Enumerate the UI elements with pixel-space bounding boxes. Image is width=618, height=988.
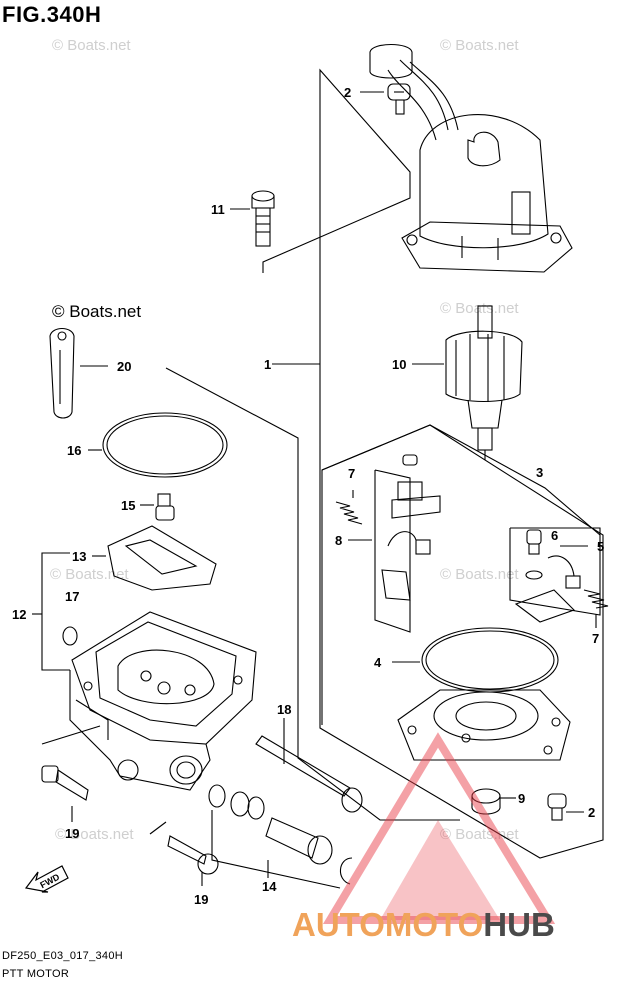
callout-16: 16 xyxy=(67,443,81,458)
armature-part-10 xyxy=(412,305,523,460)
callout-11: 11 xyxy=(211,202,225,217)
pump-body xyxy=(69,611,257,791)
valve-set-part-14 xyxy=(208,784,353,889)
strap-part-20 xyxy=(49,327,108,419)
o-ring-part-4 xyxy=(392,627,559,693)
bolt-part-19 xyxy=(41,765,89,822)
callout-5: 5 xyxy=(597,539,604,554)
logo-triangle xyxy=(322,732,556,924)
callout-2: 2 xyxy=(344,85,351,100)
callout-18: 18 xyxy=(277,702,291,717)
callout-17: 17 xyxy=(65,589,79,604)
motor-yoke xyxy=(369,43,573,273)
spring-part-7 xyxy=(335,490,363,525)
bolt-part-18 xyxy=(255,718,363,813)
watermark-text: © Boats.net xyxy=(440,826,519,843)
callout-9: 9 xyxy=(518,791,525,806)
watermark-text: © Boats.net xyxy=(52,37,131,54)
copyright-text: © Boats.net xyxy=(52,302,142,321)
o-ring-part-17 xyxy=(62,626,78,646)
watermark-text: © Boats.net xyxy=(55,826,134,843)
logo-text: AUTOMOTOHUB xyxy=(292,906,555,943)
watermark-text: © Boats.net xyxy=(440,300,519,317)
spring-part-7-right xyxy=(583,589,609,628)
leader-line xyxy=(165,367,460,821)
callout-6: 6 xyxy=(551,528,558,543)
o-ring-part-16 xyxy=(88,412,228,478)
callout-19: 19 xyxy=(65,826,79,841)
screw-part-2 xyxy=(360,83,411,115)
brush-holder-part-5 xyxy=(509,527,601,623)
valve-part-15 xyxy=(140,493,175,521)
callout-8: 8 xyxy=(335,533,342,548)
screw-part-2-lower xyxy=(547,793,584,821)
callout-1: 1 xyxy=(264,357,271,372)
watermark-text: © Boats.net xyxy=(50,566,129,583)
callout-12: 12 xyxy=(12,607,26,622)
callout-15: 15 xyxy=(121,498,135,513)
plate-part-13 xyxy=(92,525,217,591)
diagram-name: PTT MOTOR xyxy=(2,968,70,980)
callout-14: 14 xyxy=(262,879,277,894)
callout-labels: 2 11 20 1 10 16 7 3 15 8 6 5 13 12 17 7 … xyxy=(12,85,604,907)
watermark-text: © Boats.net xyxy=(440,37,519,54)
callout-10: 10 xyxy=(392,357,406,372)
callout-19-lower: 19 xyxy=(194,892,208,907)
diagram-code: DF250_E03_017_340H xyxy=(2,950,123,962)
bolt-part-19-lower xyxy=(167,835,219,886)
bolt-part-11 xyxy=(230,190,275,247)
fwd-arrow-icon: FWD xyxy=(24,865,69,893)
leader-line xyxy=(149,821,167,835)
assembly-bracket-3 xyxy=(321,424,601,536)
bracket-part-12 xyxy=(41,552,70,671)
watermark-text: © Boats.net xyxy=(440,566,519,583)
assembly-bracket-1 xyxy=(262,68,604,859)
callout-3: 3 xyxy=(536,465,543,480)
brush-holder-part-8 xyxy=(348,454,441,633)
logo-text-part1: AUTOMOTO xyxy=(292,906,483,943)
callout-13: 13 xyxy=(72,549,86,564)
callout-4: 4 xyxy=(374,655,382,670)
logo-text-part2: HUB xyxy=(483,906,555,943)
figure-title: FIG.340H xyxy=(2,2,102,27)
callout-20: 20 xyxy=(117,359,131,374)
collar-part-9 xyxy=(471,788,516,815)
leader-line xyxy=(41,725,101,745)
callout-2-lower: 2 xyxy=(588,805,595,820)
end-cover xyxy=(397,689,571,761)
callout-7: 7 xyxy=(348,466,355,481)
callout-7-right: 7 xyxy=(592,631,599,646)
